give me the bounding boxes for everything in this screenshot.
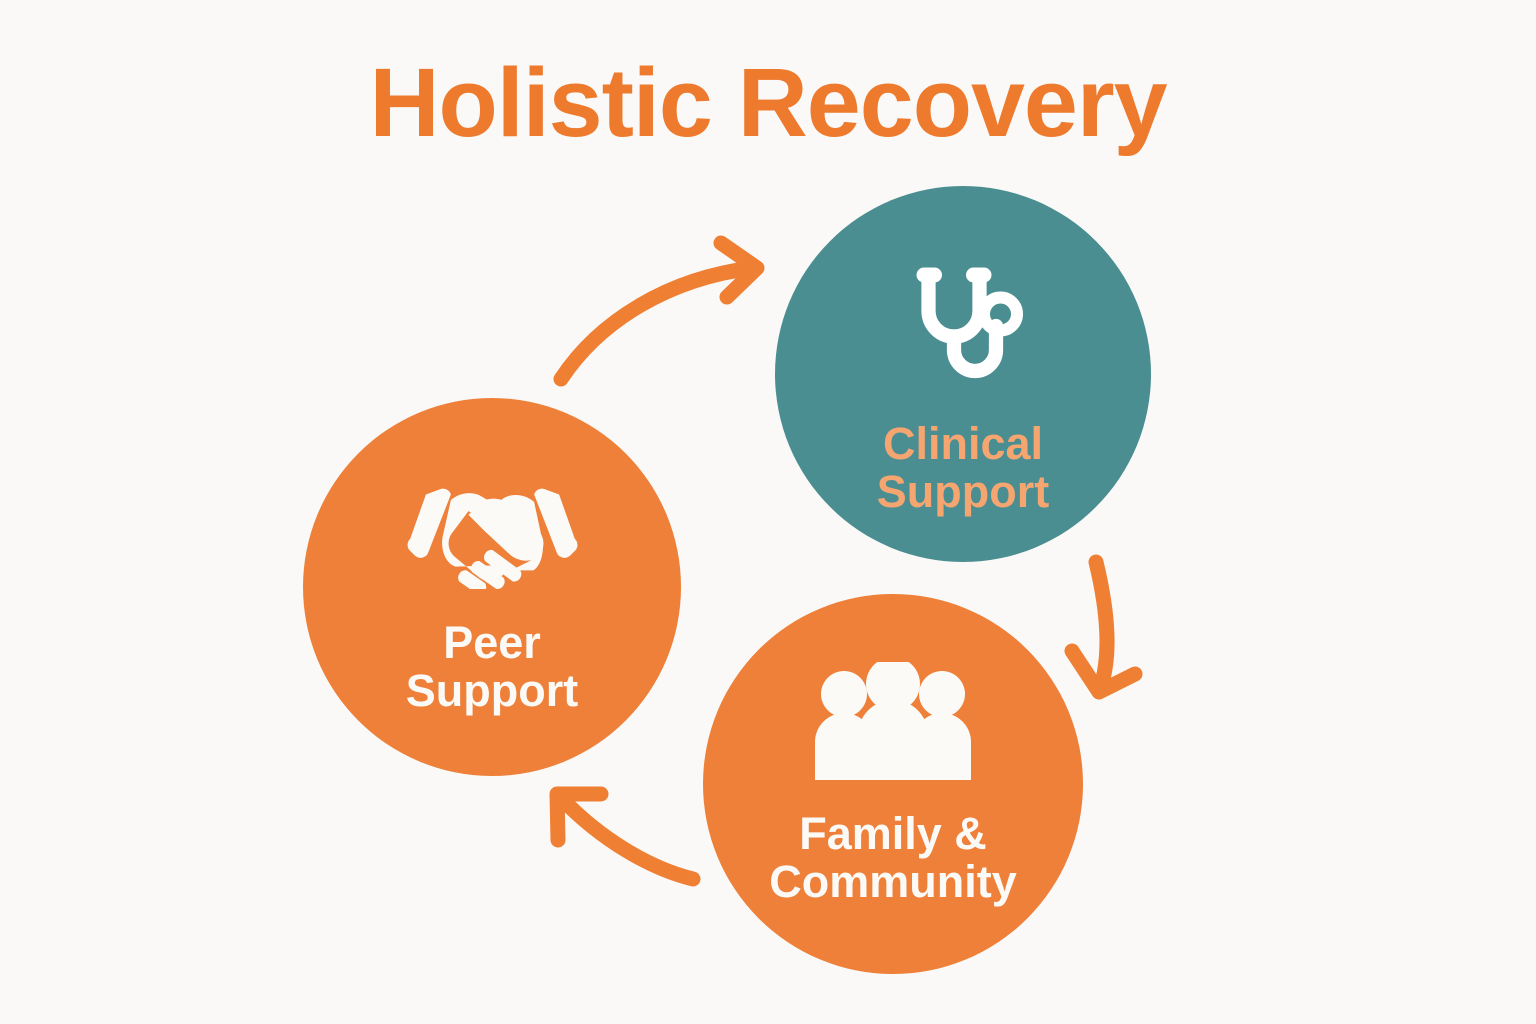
node-peer-support-label: Peer Support	[405, 617, 579, 716]
stethoscope-icon	[916, 267, 1023, 379]
arrow-clinical-to-family	[1064, 554, 1143, 700]
node-peer-support[interactable]: Peer Support	[303, 398, 681, 776]
node-clinical-support[interactable]: Clinical Support	[775, 186, 1151, 562]
arrow-family-to-peer	[549, 786, 701, 887]
people-group-icon	[815, 662, 971, 780]
node-family-community-label: Family & Community	[769, 808, 1017, 907]
handshake-icon	[407, 488, 577, 589]
node-family-community[interactable]: Family & Community	[703, 594, 1083, 974]
node-clinical-support-label: Clinical Support	[876, 418, 1050, 517]
page-title: Holistic Recovery	[369, 48, 1167, 157]
arrow-peer-to-clinical	[553, 235, 765, 387]
